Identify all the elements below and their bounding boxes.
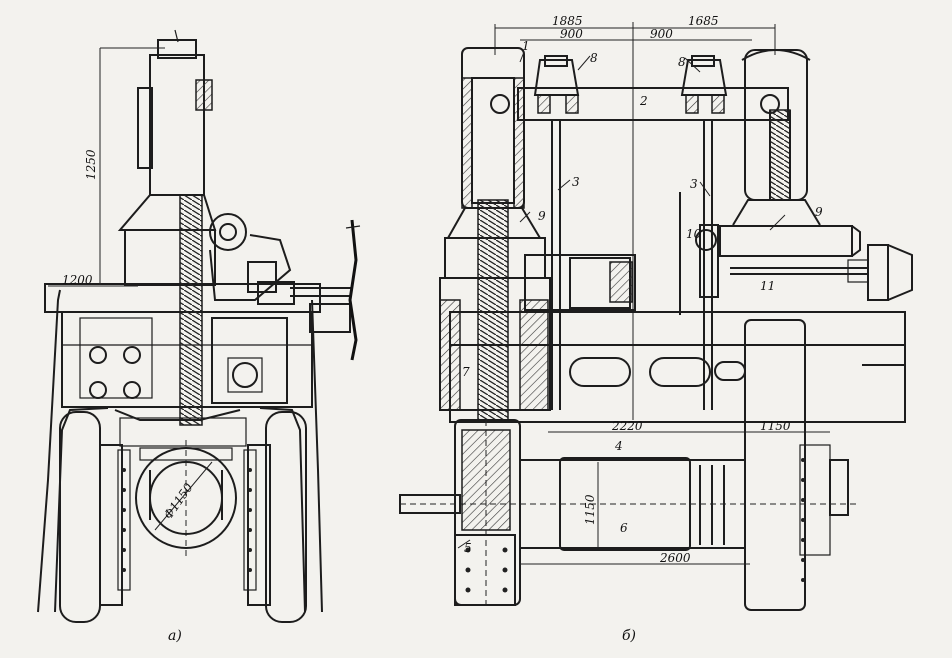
- part-label: 4: [614, 439, 623, 453]
- part-label: 9: [538, 209, 546, 223]
- view-a-side-section: [37, 29, 361, 623]
- caption-view-a: а): [168, 628, 182, 644]
- part-label: 11: [760, 279, 775, 293]
- part-label: 3: [572, 175, 580, 189]
- view-b-dim-roll-length: 2600: [659, 551, 691, 565]
- part-label: 3: [690, 177, 698, 191]
- view-b-dim-half-left: 900: [560, 27, 583, 41]
- view-b-dim-top-left: 1885: [552, 14, 583, 28]
- part-label: 6: [620, 521, 628, 535]
- part-label: 1: [522, 39, 530, 53]
- view-b-dim-roll-diameter: 1150: [583, 494, 597, 525]
- view-b-dim-span: 2220: [611, 419, 643, 433]
- part-label: 8: [678, 55, 686, 69]
- part-label: 9: [815, 205, 823, 219]
- part-label: 5: [464, 541, 472, 555]
- part-label: 2: [639, 94, 648, 108]
- part-label: 8: [590, 51, 598, 65]
- view-b-dim-right: 1150: [760, 419, 791, 433]
- view-b-front-section: [399, 22, 913, 611]
- part-label: 7: [462, 365, 470, 379]
- view-b-dim-half-right: 900: [650, 27, 673, 41]
- view-a-dim-width: 1200: [62, 273, 93, 287]
- part-label: 10: [686, 227, 702, 241]
- view-a-dim-height: 1250: [84, 149, 98, 180]
- view-b-dim-top-right: 1685: [688, 14, 719, 28]
- caption-view-b: б): [622, 628, 636, 644]
- view-a-dim-diameter: Ф1150: [161, 480, 196, 522]
